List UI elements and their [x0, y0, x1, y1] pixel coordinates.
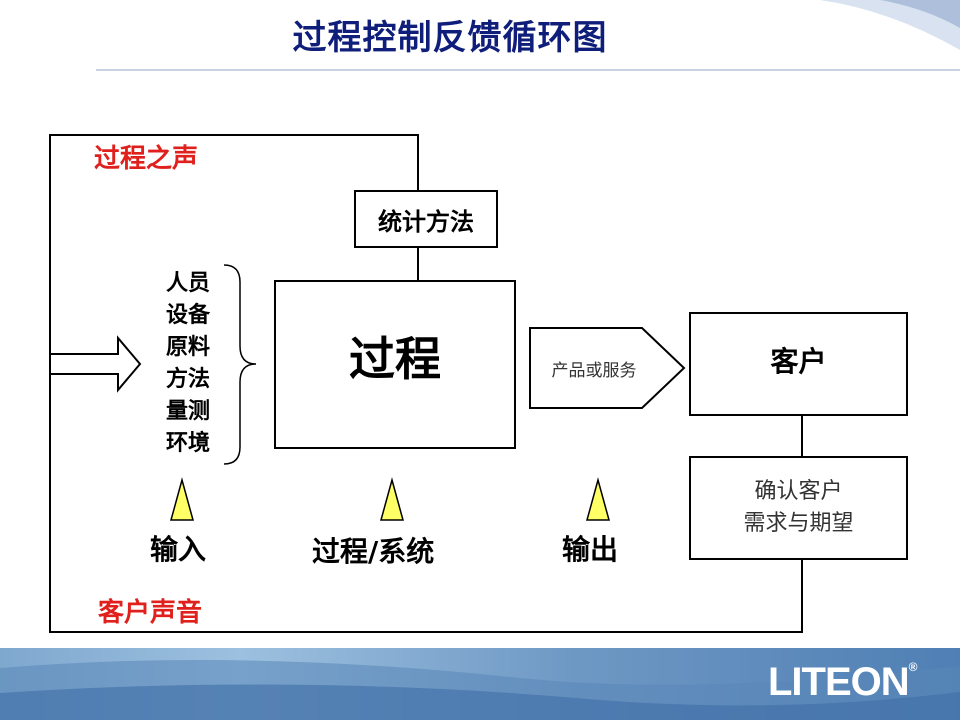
customer-needs-line-1: 确认客户	[754, 479, 843, 504]
input-factor-item: 方法	[165, 367, 210, 392]
input-brace-icon	[223, 264, 257, 465]
input-arrow-icon	[49, 335, 142, 393]
input-factor-item: 设备	[165, 303, 210, 328]
title-divider	[96, 69, 960, 71]
liteon-logo: LITEON®	[768, 660, 917, 705]
customer-needs-line-2: 需求与期望	[743, 511, 854, 536]
voice-of-customer-label: 客户声音	[98, 598, 203, 628]
feedback-loop-line	[49, 134, 803, 633]
input-factors-list: 人员 设备 原料 方法 量测 环境	[158, 268, 218, 460]
customer-box: 客户	[689, 312, 908, 416]
process-box: 过程	[274, 280, 516, 449]
product-or-service-label: 产品或服务	[551, 361, 637, 381]
statistical-methods-label: 统计方法	[378, 207, 474, 236]
footer-wave-decoration	[0, 660, 960, 720]
process-system-label: 过程/系统	[312, 535, 435, 568]
statistical-methods-box: 统计方法	[354, 190, 498, 248]
header-swoosh-decoration	[820, 0, 960, 50]
voice-of-process-label: 过程之声	[94, 144, 199, 174]
input-factor-item: 原料	[165, 335, 210, 360]
customer-label: 客户	[770, 345, 827, 378]
input-label: 输入	[150, 533, 207, 566]
process-triangle-icon	[380, 477, 404, 521]
output-arrow-shape	[529, 327, 686, 409]
input-triangle-icon	[170, 477, 194, 521]
input-factor-item: 人员	[165, 271, 210, 296]
output-label: 输出	[562, 533, 619, 566]
liteon-logo-text: LITEON	[768, 660, 910, 704]
page-title: 过程控制反馈循环图	[292, 18, 608, 58]
output-triangle-icon	[586, 477, 610, 521]
input-factor-item: 量测	[165, 399, 210, 424]
process-label: 过程	[349, 331, 441, 386]
input-factor-item: 环境	[165, 431, 210, 456]
customer-needs-box: 确认客户 需求与期望	[689, 456, 908, 560]
registered-mark-icon: ®	[908, 660, 918, 674]
